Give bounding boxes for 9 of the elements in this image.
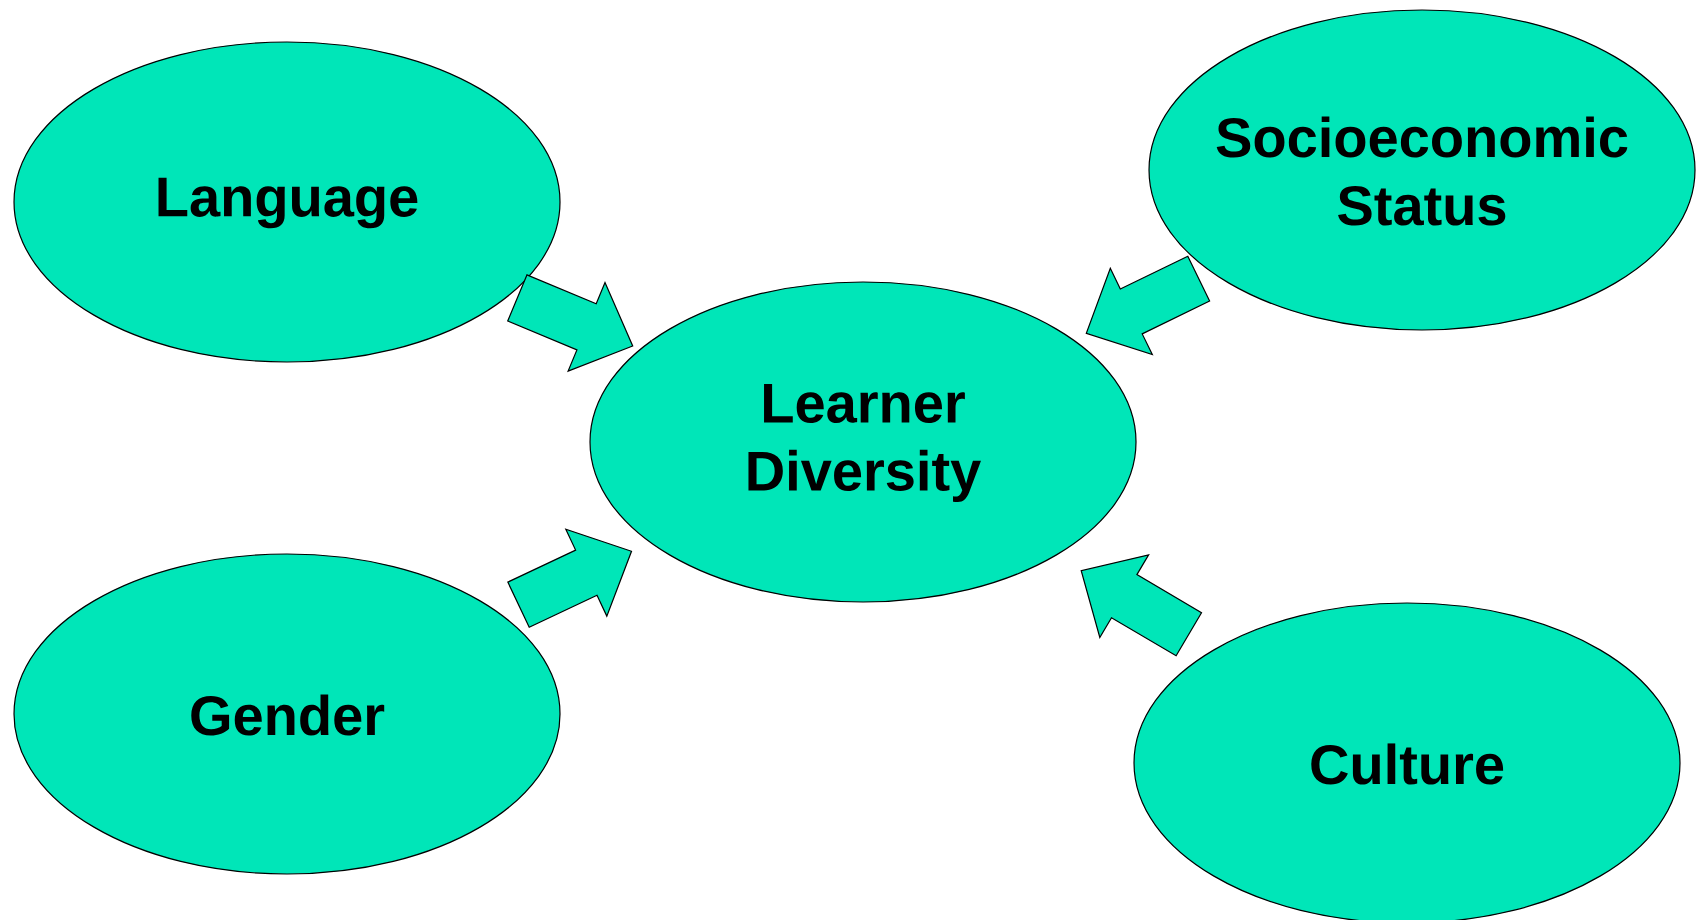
ellipse-node: Gender — [13, 553, 561, 875]
ellipse-node: Culture — [1133, 602, 1681, 920]
ellipse-node: Socioeconomic Status — [1148, 9, 1696, 331]
ellipse-node: Learner Diversity — [589, 281, 1137, 603]
ellipse-node: Language — [13, 41, 561, 363]
block-arrow — [1085, 255, 1211, 356]
block-arrow — [1080, 553, 1203, 657]
block-arrow — [507, 528, 633, 629]
block-arrow — [506, 274, 634, 373]
